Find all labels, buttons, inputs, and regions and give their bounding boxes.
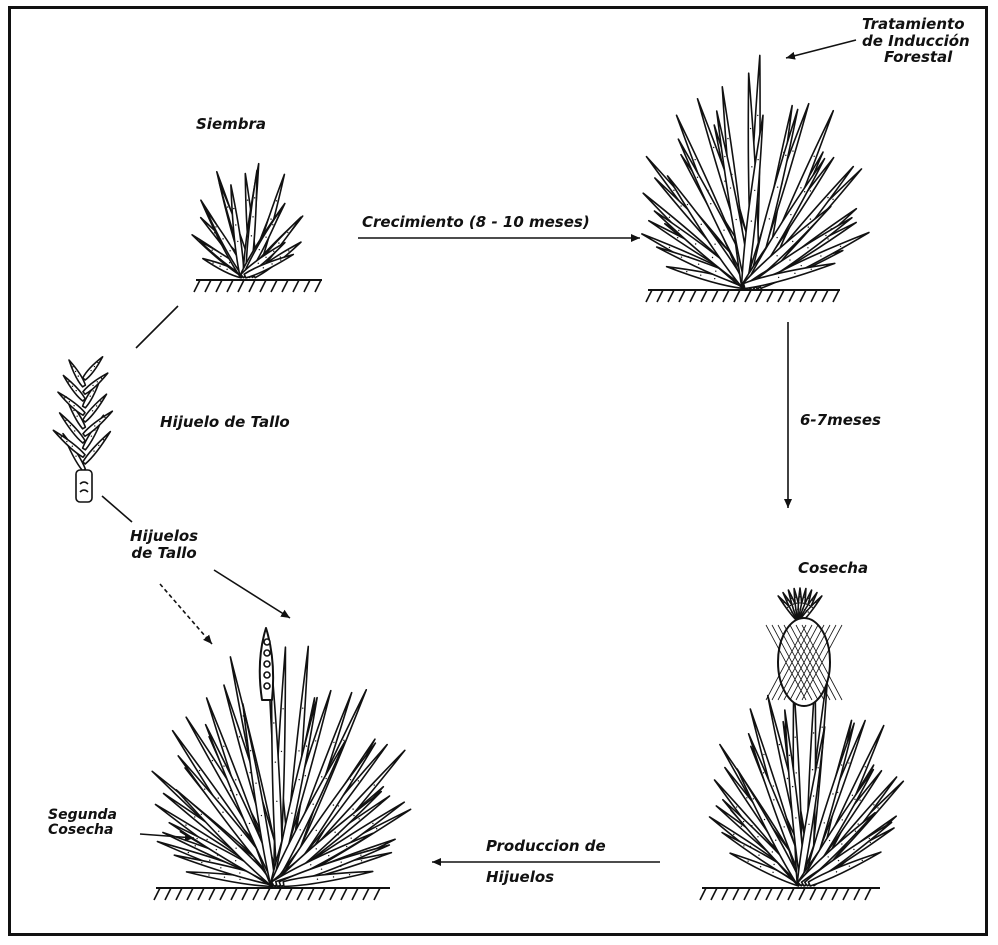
label-meses: 6-7meses <box>800 412 881 429</box>
link-hijuelo-label <box>102 496 132 522</box>
young-plant-icon <box>192 164 303 278</box>
soil-crecimiento <box>646 290 840 302</box>
label-crecimiento: Crecimiento (8 - 10 meses) <box>362 214 590 231</box>
label-cosecha: Cosecha <box>798 560 868 577</box>
stem-slip-on-plant-icon <box>260 628 273 700</box>
label-segunda-cosecha: Segunda Cosecha <box>48 808 117 839</box>
label-tratamiento: Tratamiento de Inducción Forestal <box>862 16 970 66</box>
soil-cosecha <box>700 888 880 900</box>
arrow-hijuelos-2 <box>160 584 212 644</box>
stem-slip-icon <box>53 357 112 502</box>
soil-segunda-cosecha <box>154 888 390 900</box>
grown-plant-icon <box>642 55 869 288</box>
label-produccion: Produccion de Hijuelos <box>486 838 606 885</box>
link-siembra-hijuelo <box>136 306 178 348</box>
pineapple-fruit-icon <box>766 588 842 706</box>
soil-siembra <box>194 280 322 292</box>
arrow-hijuelos-1 <box>214 570 290 618</box>
arrow-tratamiento <box>786 40 856 58</box>
label-siembra: Siembra <box>196 116 266 133</box>
label-hijuelo-de-tallo: Hijuelo de Tallo <box>160 414 290 431</box>
label-hijuelos-de-tallo: Hijuelos de Tallo <box>130 528 198 561</box>
ratoon-plant-icon <box>152 646 410 886</box>
